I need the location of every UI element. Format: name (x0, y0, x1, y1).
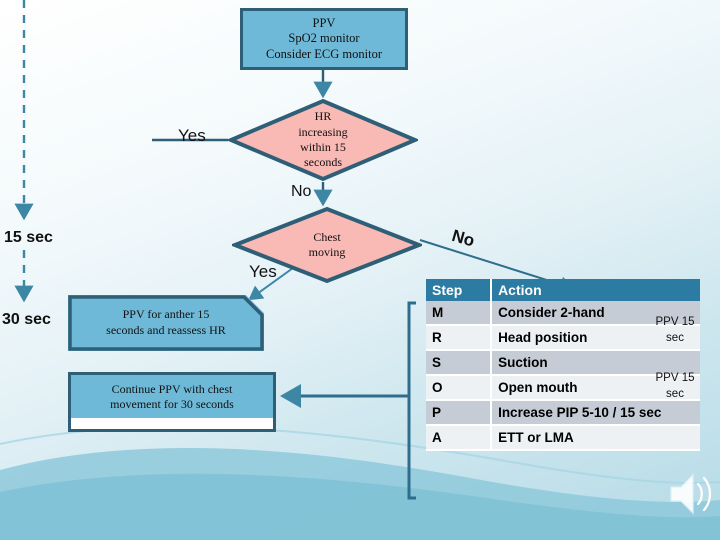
table-row: M Consider 2-hand (426, 301, 700, 326)
cell-action: Increase PIP 5-10 / 15 sec (491, 400, 700, 426)
table-header-row: Step Action (426, 279, 700, 301)
continue-box-footer-strip (68, 418, 276, 432)
node-ppv-another-15-sec: PPV for anther 15 seconds and reassess H… (68, 295, 264, 351)
label-yes-chest: Yes (249, 262, 277, 281)
table-row: R Head position (426, 325, 700, 351)
chest-decision-line2: moving (308, 245, 346, 259)
label-yes-hr: Yes (178, 126, 206, 145)
cell-step: S (426, 350, 493, 376)
node-continue-ppv: Continue PPV with chest movement for 30 … (68, 372, 276, 422)
hr-decision-line1: HR (314, 109, 332, 124)
continue-box-line2: movement for 30 seconds (110, 397, 234, 411)
cell-step: R (426, 325, 493, 351)
ppv15-box-line1: PPV for anther 15 (122, 307, 210, 322)
cell-action: Head position (491, 325, 700, 351)
ppv-box-line1: PPV (312, 15, 336, 30)
node-ppv-monitor: PPV SpO2 monitor Consider ECG monitor (240, 8, 408, 70)
hr-decision-line2: increasing (298, 124, 348, 139)
diamond-shape-hr (225, 98, 421, 182)
cell-step: M (426, 301, 493, 326)
hr-decision-line4: seconds (304, 155, 342, 170)
decision-hr-increasing: HR increasing within 15 seconds (225, 98, 421, 182)
continue-box-line1: Continue PPV with chest (111, 382, 233, 396)
ppv-box-line2: SpO2 monitor (288, 31, 360, 46)
annotation-ppv-15-sec-2: PPV 15 sec (655, 372, 695, 400)
hr-decision-line3: within 15 (300, 140, 346, 154)
annotation-ppv-15-sec-1: PPV 15 sec (655, 316, 695, 344)
table-row: S Suction (426, 350, 700, 376)
ppv15-box-outline (68, 295, 264, 351)
timeline-marker-30sec: 30 sec (2, 311, 51, 328)
ppv15-box-line2: seconds and reassess HR (106, 323, 226, 337)
chest-decision-line1: Chest (313, 229, 341, 244)
cell-action: Suction (491, 350, 700, 376)
cell-action: Open mouth (491, 375, 700, 401)
cell-action: Consider 2-hand (491, 301, 700, 326)
column-header-action: Action (491, 279, 700, 301)
cell-step: O (426, 375, 493, 401)
cell-step: A (426, 425, 493, 451)
diamond-shape-chest (229, 206, 425, 284)
label-no-hr: No (291, 183, 312, 200)
speaker-icon[interactable] (665, 468, 717, 520)
table-row: O Open mouth (426, 375, 700, 401)
decision-chest-moving: Chest moving (229, 206, 425, 284)
table-row: P Increase PIP 5-10 / 15 sec (426, 400, 700, 426)
timeline-marker-15sec: 15 sec (4, 229, 53, 246)
cell-step: P (426, 400, 493, 426)
table-row: A ETT or LMA (426, 425, 700, 451)
column-header-step: Step (426, 279, 493, 301)
cell-action: ETT or LMA (491, 425, 700, 451)
mr-sopa-table: Step Action M Consider 2-hand R Head pos… (426, 279, 700, 451)
ppv-box-line3: Consider ECG monitor (266, 46, 382, 61)
